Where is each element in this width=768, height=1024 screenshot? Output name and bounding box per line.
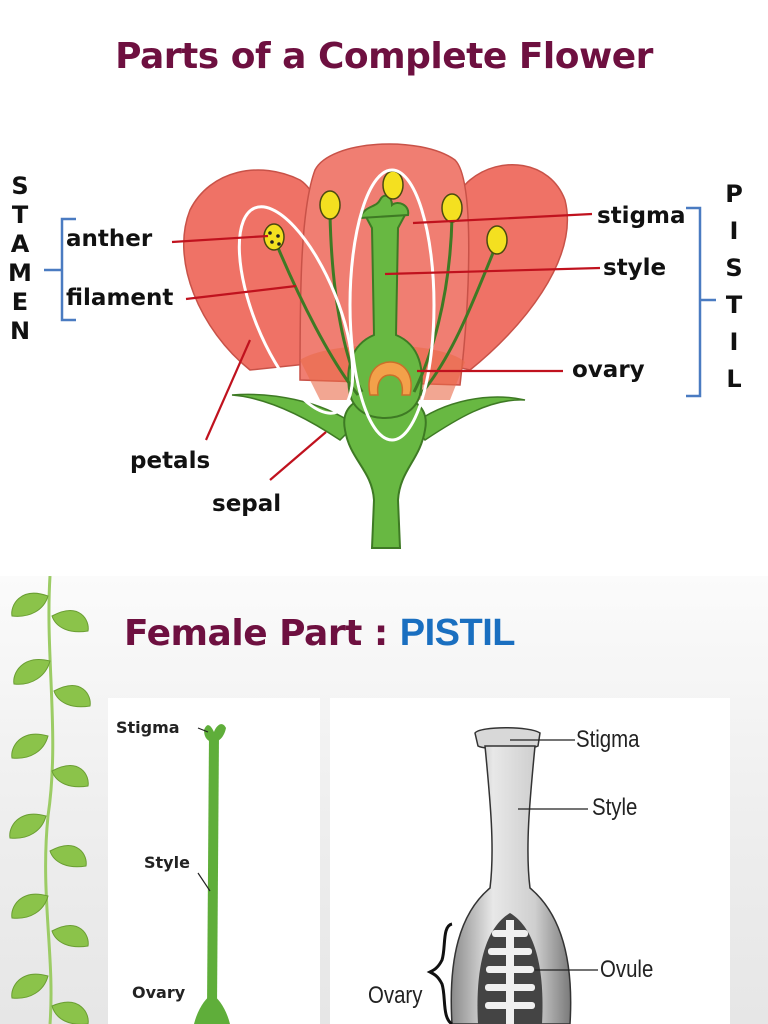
sepal-left	[231, 393, 357, 441]
ovary-chamber	[368, 361, 412, 396]
pistil-vertical-label: P I S T I L	[725, 180, 743, 393]
sepal-right	[410, 396, 526, 441]
anther-3	[382, 170, 404, 200]
right-label-ovule: Ovule	[600, 956, 654, 983]
right-label-style: Style	[592, 794, 638, 821]
right-label-stigma: Stigma	[576, 726, 640, 753]
pistil-simple-diagram: Stigma Style Ovary	[108, 698, 320, 1024]
pistil-detailed-diagram: Stigma Style Ovule Ovary	[330, 698, 730, 1024]
stamen-bracket	[44, 217, 76, 322]
right-label-ovary: Ovary	[368, 982, 423, 1009]
left-label-ovary: Ovary	[132, 983, 186, 1002]
title-prefix: Female Part :	[124, 613, 400, 654]
label-ovary: ovary	[572, 357, 645, 383]
anther-4	[441, 193, 463, 223]
title-accent: PISTIL	[399, 612, 516, 654]
label-style: style	[603, 255, 667, 281]
flower-diagram	[44, 143, 716, 549]
label-sepal: sepal	[212, 491, 282, 517]
label-petals: petals	[130, 448, 211, 474]
slide-female-part: Female Part : PISTIL Stigma Style Ovary	[0, 576, 768, 1024]
stamen-oval	[237, 205, 355, 415]
leaf-vine-decoration	[9, 576, 91, 1024]
pistil-oval	[348, 168, 436, 442]
stamen-vertical-label: S T A M E N	[8, 172, 32, 345]
slide-title: Female Part : PISTIL	[124, 612, 516, 655]
slide-title: Parts of a Complete Flower	[115, 36, 653, 77]
left-label-stigma: Stigma	[116, 718, 180, 737]
pistil-bracket	[686, 206, 716, 398]
slide-complete-flower: Parts of a Complete Flower	[8, 36, 743, 549]
label-filament: filament	[66, 285, 174, 311]
anther-5	[486, 225, 508, 255]
label-stigma: stigma	[597, 203, 686, 229]
anther-2	[319, 190, 341, 220]
left-label-style: Style	[144, 853, 190, 872]
label-anther: anther	[66, 226, 153, 252]
